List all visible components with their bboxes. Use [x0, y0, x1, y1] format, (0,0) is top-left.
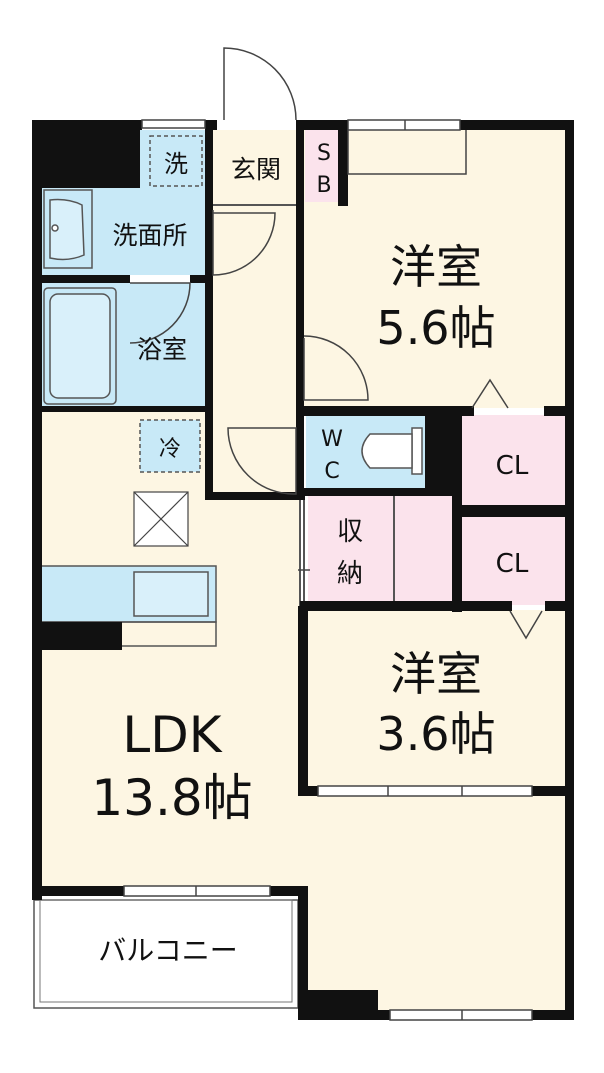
ldk-name: LDK	[122, 706, 222, 764]
bath-door	[129, 282, 191, 344]
closet-1-floor	[460, 415, 565, 507]
closet-2-floor	[460, 517, 565, 605]
hallway-floor	[210, 130, 300, 495]
doors	[129, 47, 543, 640]
room-5-6-top-closet	[347, 130, 467, 175]
window-washroom	[141, 119, 206, 129]
ldk-size: 13.8帖	[91, 769, 252, 827]
shoe-box-label-b: B	[316, 173, 331, 198]
closet-2-label: CL	[496, 549, 529, 579]
western-room-2-floor	[308, 610, 565, 790]
storage-label-2: 納	[337, 559, 363, 589]
closet-1-label: CL	[496, 451, 529, 481]
balcony-inner-line	[39, 899, 293, 1003]
walls	[32, 120, 574, 1020]
closet-2-door	[509, 610, 543, 640]
room-3-6-size: 3.6帖	[376, 707, 495, 761]
wc-label-w: W	[321, 427, 343, 452]
entrance-label: 玄関	[231, 155, 281, 184]
shoe-box-label-s: S	[317, 141, 331, 166]
storage-floor	[308, 495, 453, 605]
room-3-6-name: 洋室	[390, 647, 482, 701]
bath-label: 浴室	[137, 335, 187, 364]
room-5-6-size: 5.6帖	[376, 301, 495, 355]
washbasin-tap	[51, 224, 59, 232]
kitchen-counter-edge	[40, 621, 217, 647]
washroom-door	[212, 210, 276, 276]
room-labels: 洋室 5.6帖 洋室 3.6帖 LDK 13.8帖 玄関 S B 洗面所 洗 浴…	[91, 141, 528, 967]
washer-pan	[149, 135, 203, 187]
room-5-6-door	[303, 335, 369, 401]
fixtures	[39, 135, 423, 647]
washbasin-icon	[49, 198, 85, 261]
windows	[123, 119, 533, 1021]
room-5-6-name: 洋室	[390, 240, 482, 294]
washer-label: 洗	[164, 150, 188, 178]
storage-label-1: 収	[337, 517, 363, 547]
balcony-floor	[33, 899, 299, 1009]
fridge-label: 冷	[159, 437, 181, 462]
wc-label-c: C	[324, 459, 339, 484]
toilet-tank	[411, 427, 423, 475]
window-3-6-room	[317, 785, 533, 797]
range-hood-icon	[133, 491, 189, 547]
ldk-floor	[40, 410, 565, 1013]
fridge-space	[139, 419, 201, 473]
entrance-door	[223, 47, 297, 121]
closet-1-door	[471, 378, 509, 409]
bathtub-inner	[49, 293, 111, 399]
shoe-box-floor	[305, 130, 343, 202]
window-bottom	[389, 1009, 533, 1021]
balcony-label: バルコニー	[98, 934, 237, 967]
toilet-icon	[361, 433, 413, 469]
window-ldk-balcony	[123, 885, 271, 897]
kitchen-sink	[133, 571, 209, 617]
window-top	[347, 119, 461, 131]
washroom-label: 洗面所	[112, 221, 187, 250]
wc-door	[227, 427, 297, 495]
